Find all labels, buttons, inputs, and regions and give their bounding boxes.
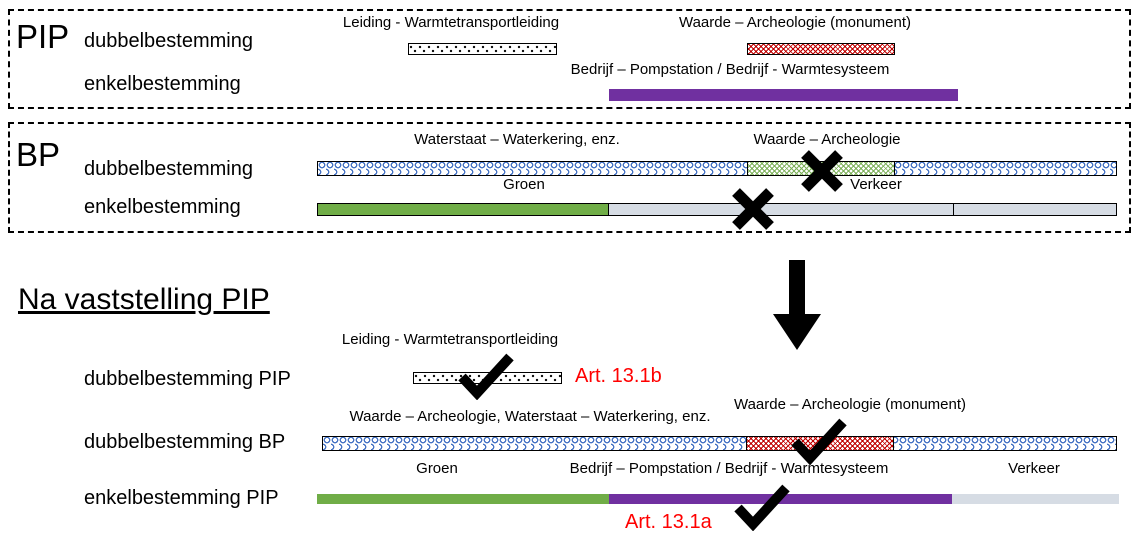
pip-waarde-archeologie-bar: [747, 43, 895, 55]
after-verkeer-label: Verkeer: [1008, 460, 1060, 477]
art-13-1a-label: Art. 13.1a: [625, 511, 712, 533]
after-waterstaat-bar: [322, 436, 1117, 451]
after-groen-label: Groen: [416, 460, 458, 477]
pip-bedrijf-pompstation-label: Bedrijf – Pompstation / Bedrijf - Warmte…: [570, 61, 890, 78]
bp-box: [8, 122, 1131, 233]
bp-verkeer-label: Verkeer: [850, 176, 902, 193]
bp-groen-bar: [317, 203, 609, 216]
pip-leiding-bar: [408, 43, 557, 55]
checkmark-icon: [789, 417, 849, 465]
checkmark-icon: [456, 352, 516, 400]
cross-out-icon: [797, 146, 847, 196]
pip-box-title: PIP: [16, 18, 70, 55]
art-13-1b-label: Art. 13.1b: [575, 365, 662, 387]
bp-row-dubbelbestemming-label: dubbelbestemming: [84, 158, 253, 180]
after-verkeer-bar: [952, 494, 1119, 504]
bp-waterstaat-waterkering-label: Waterstaat – Waterkering, enz.: [414, 131, 620, 148]
cross-out-icon: [728, 184, 778, 234]
after-waarde-archeologie-monument-label: Waarde – Archeologie (monument): [733, 396, 967, 413]
after-groen-bar: [317, 494, 609, 504]
pip-waarde-archeologie-monument-label: Waarde – Archeologie (monument): [678, 14, 912, 31]
bp-row-enkelbestemming-label: enkelbestemming: [84, 196, 241, 218]
after-leiding-warmtetransportleiding-label: Leiding - Warmtetransportleiding: [341, 331, 559, 348]
pip-box: [8, 9, 1131, 109]
after-row-enkelbestemming-pip-label: enkelbestemming PIP: [84, 487, 279, 509]
after-bedrijf-pompstation-label: Bedrijf – Pompstation / Bedrijf - Warmte…: [569, 460, 889, 477]
bp-box-title: BP: [16, 136, 61, 173]
bp-waarde-archeologie-label: Waarde – Archeologie: [753, 131, 901, 148]
bp-verkeer-bar-2: [953, 203, 1117, 216]
after-row-dubbelbestemming-pip-label: dubbelbestemming PIP: [84, 368, 291, 390]
after-row-dubbelbestemming-bp-label: dubbelbestemming BP: [84, 431, 286, 453]
pip-bedrijf-bar: [609, 89, 958, 101]
bp-groen-label: Groen: [503, 176, 545, 193]
checkmark-icon: [732, 483, 792, 531]
down-arrow-icon: [770, 260, 824, 352]
pip-leiding-warmtetransportleiding-label: Leiding - Warmtetransportleiding: [342, 14, 560, 31]
pip-row-dubbelbestemming-label: dubbelbestemming: [84, 30, 253, 52]
bp-waterstaat-bar: [317, 161, 1117, 176]
after-waarde-waterstaat-label: Waarde – Archeologie, Waterstaat – Water…: [349, 408, 711, 425]
na-vaststelling-pip-heading: Na vaststelling PIP: [18, 283, 270, 316]
pip-row-enkelbestemming-label: enkelbestemming: [84, 73, 241, 95]
bp-verkeer-bar-1: [608, 203, 954, 216]
